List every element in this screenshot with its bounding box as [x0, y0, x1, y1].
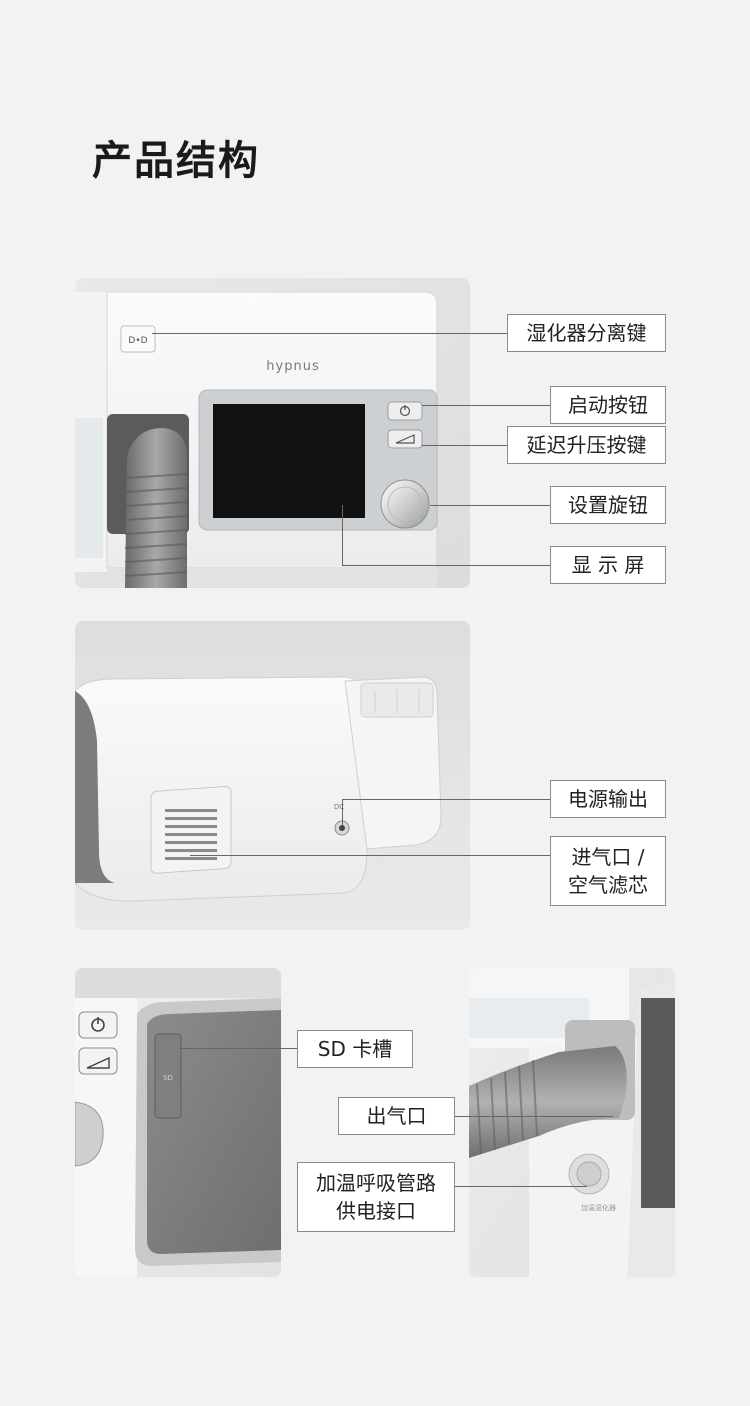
- label-setting-knob: 设置旋钮: [550, 486, 666, 524]
- label-line: 进气口 /: [571, 845, 645, 869]
- leader-line: [430, 505, 550, 506]
- leader-line: [422, 445, 550, 446]
- label-line: 供电接口: [336, 1199, 416, 1223]
- side-view-photo: DC: [75, 621, 470, 930]
- svg-text:加温湿化器: 加温湿化器: [581, 1203, 616, 1212]
- label-air-inlet-filter: 进气口 / 空气滤芯: [550, 836, 666, 906]
- label-line: 空气滤芯: [568, 873, 648, 897]
- leader-line: [152, 333, 550, 334]
- label-humidifier-release-key: 湿化器分离键: [507, 314, 666, 352]
- svg-text:SD: SD: [163, 1074, 173, 1082]
- label-heated-tube-power-port: 加温呼吸管路 供电接口: [297, 1162, 455, 1232]
- sd-slot-closeup-photo: SD: [75, 968, 281, 1277]
- label-sd-slot: SD 卡槽: [297, 1030, 413, 1068]
- leader-line: [342, 565, 550, 566]
- label-display: 显 示 屏: [550, 546, 666, 584]
- label-line: 加温呼吸管路: [316, 1171, 436, 1195]
- label-start-button: 启动按钮: [550, 386, 666, 424]
- air-outlet-closeup-photo: 加温湿化器: [469, 968, 675, 1277]
- leader-line: [342, 799, 550, 800]
- leader-line: [342, 505, 343, 565]
- svg-text:D•D: D•D: [128, 336, 147, 346]
- svg-text:hypnus: hypnus: [266, 359, 319, 374]
- leader-line: [190, 855, 550, 856]
- label-power-output: 电源输出: [550, 780, 666, 818]
- front-view-photo: D•D hypnus: [75, 278, 470, 588]
- leader-line: [455, 1116, 613, 1117]
- leader-line: [342, 799, 343, 825]
- svg-text:DC: DC: [334, 803, 344, 811]
- leader-line: [422, 405, 550, 406]
- label-air-outlet: 出气口: [338, 1097, 455, 1135]
- page-title: 产品结构: [92, 138, 260, 184]
- label-ramp-button: 延迟升压按键: [507, 426, 666, 464]
- leader-line: [455, 1186, 587, 1187]
- leader-line: [180, 1048, 297, 1049]
